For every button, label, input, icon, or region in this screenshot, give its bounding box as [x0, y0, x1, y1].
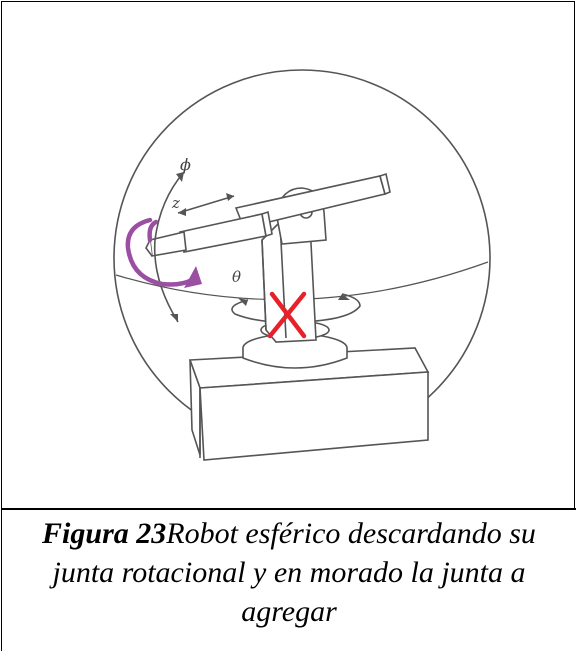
phi-label: ϕ	[180, 155, 191, 174]
theta-label: θ	[232, 268, 241, 286]
caption-divider	[1, 508, 576, 510]
figure-box	[1, 1, 575, 509]
spherical-robot-diagram: ϕ z θ	[113, 69, 491, 461]
robot-arm-inner	[179, 210, 273, 253]
rotation-arrow-icon	[125, 217, 195, 287]
caption-left-border	[1, 508, 2, 651]
x-mark-icon	[267, 291, 307, 339]
z-label: z	[171, 194, 180, 212]
phi-rotation-arrow	[153, 171, 185, 323]
robot-gripper	[145, 231, 187, 257]
figure-caption: Figura 23Robot esférico descardando su j…	[8, 514, 570, 631]
caption-label: Figura 23	[42, 517, 167, 550]
caption-text: Robot esférico descardando su junta rota…	[52, 517, 536, 628]
z-axis-arrow	[177, 195, 235, 214]
rotation-arrow-head	[184, 266, 202, 288]
